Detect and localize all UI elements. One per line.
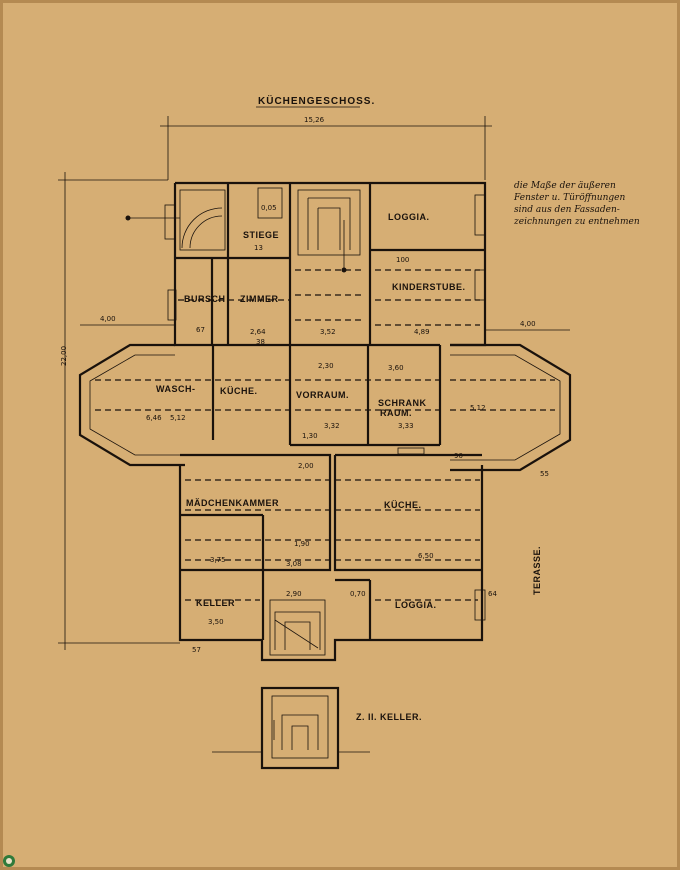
dim-vorraum-width: 3,52 xyxy=(320,328,336,336)
dim-small-57: 57 xyxy=(192,646,201,654)
dim-kinder-width: 4,89 xyxy=(414,328,430,336)
dimension-total-width: 15,26 xyxy=(160,116,492,180)
svg-text:zeichnungen zu entnehmen: zeichnungen zu entnehmen xyxy=(513,217,640,227)
dim-right-wing: 5,12 xyxy=(470,404,486,412)
svg-text:4,00: 4,00 xyxy=(520,320,536,328)
dim-small-100: 100 xyxy=(396,256,409,264)
room-label-loggia-top: LOGGIA. xyxy=(388,212,430,222)
room-label-kueche-wasch: KÜCHE. xyxy=(220,386,258,396)
svg-text:4,00: 4,00 xyxy=(100,315,116,323)
window-marks xyxy=(164,194,486,621)
room-label-raum: RAUM. xyxy=(380,408,412,418)
terrace-label: TERASSE. xyxy=(532,546,542,595)
bay-right-inner xyxy=(450,354,561,461)
bay-left-inner xyxy=(89,354,185,456)
dim-kueche-width: 6,50 xyxy=(418,552,434,560)
dim-maedchen-width2: 3,08 xyxy=(286,560,302,568)
dim-small-64: 64 xyxy=(488,590,497,598)
chimney: 0,05 xyxy=(257,187,283,219)
dim-hall-width: 2,00 xyxy=(298,462,314,470)
outer-wall-lower xyxy=(178,465,484,662)
dim-small-67: 67 xyxy=(196,326,205,334)
dim-small-55: 55 xyxy=(540,470,549,478)
dim-vorraum-mid: 1,30 xyxy=(302,432,318,440)
svg-text:die Maße der äußeren: die Maße der äußeren xyxy=(514,181,616,191)
dim-schrank-depth: 3,60 xyxy=(388,364,404,372)
basement-inset xyxy=(212,686,370,770)
room-label-loggia-bottom: LOGGIA. xyxy=(395,600,437,610)
dim-schrank-width: 3,33 xyxy=(398,422,414,430)
dim-vorraum-depth: 3,32 xyxy=(324,422,340,430)
room-label-schrank: SCHRANK xyxy=(378,398,427,408)
dim-wasch-depth2: 5,12 xyxy=(170,414,186,422)
archive-stamp-icon xyxy=(3,855,15,867)
dim-ventil: 1,90 xyxy=(294,540,310,548)
dim-stair-width: 2,90 xyxy=(286,590,302,598)
corner-staircase xyxy=(125,189,226,251)
room-label-stiege: STIEGE xyxy=(243,230,279,240)
svg-text:22,00: 22,00 xyxy=(60,346,68,366)
main-staircase xyxy=(297,189,361,273)
dim-vorraum-top: 2,30 xyxy=(318,362,334,370)
room-label-vorraum: VORRAUM. xyxy=(296,390,349,400)
room-label-zimmer: ZIMMER xyxy=(240,294,279,304)
dim-small-13: 13 xyxy=(254,244,263,252)
dim-small-90: 90 xyxy=(454,452,463,460)
note-block: die Maße der äußeren Fenster u. Türöffnu… xyxy=(513,181,640,227)
basement-label: Z. II. KELLER. xyxy=(356,712,422,722)
dimension-left-offset: 4,00 xyxy=(80,315,175,326)
bay-left xyxy=(78,343,185,467)
room-label-maedchenkammer: MÄDCHENKAMMER xyxy=(186,498,279,508)
dimension-right-offset: 4,00 xyxy=(485,320,570,331)
room-label-bursch: BURSCH xyxy=(184,294,226,304)
dim-small-070: 0,70 xyxy=(350,590,366,598)
internal-walls-lower xyxy=(180,453,482,640)
cellar-staircase xyxy=(269,599,326,656)
dim-maedchen-width: 3,75 xyxy=(210,556,226,564)
dim-zimmer-width: 2,64 xyxy=(250,328,266,336)
room-label-kueche: KÜCHE. xyxy=(384,500,422,510)
bay-right xyxy=(450,343,572,472)
dim-wasch-depth: 6,46 xyxy=(146,414,162,422)
svg-text:15,26: 15,26 xyxy=(304,116,325,124)
internal-walls-upper xyxy=(175,183,485,447)
room-label-keller: KELLER xyxy=(196,598,235,608)
room-label-kinderstube: KINDERSTUBE. xyxy=(392,282,466,292)
dim-small-38: 38 xyxy=(256,338,265,346)
room-label-wasch: WASCH- xyxy=(156,384,196,394)
svg-text:0,05: 0,05 xyxy=(261,204,277,212)
dashed-beams xyxy=(95,269,555,601)
drawing-title: KÜCHENGESCHOSS. xyxy=(258,94,375,107)
dim-keller-width: 3,50 xyxy=(208,618,224,626)
dimension-total-depth: 22,00 xyxy=(58,172,180,650)
svg-text:sind aus den Fassaden-: sind aus den Fassaden- xyxy=(514,205,620,215)
svg-text:Fenster u. Türöffnungen: Fenster u. Türöffnungen xyxy=(513,193,625,203)
